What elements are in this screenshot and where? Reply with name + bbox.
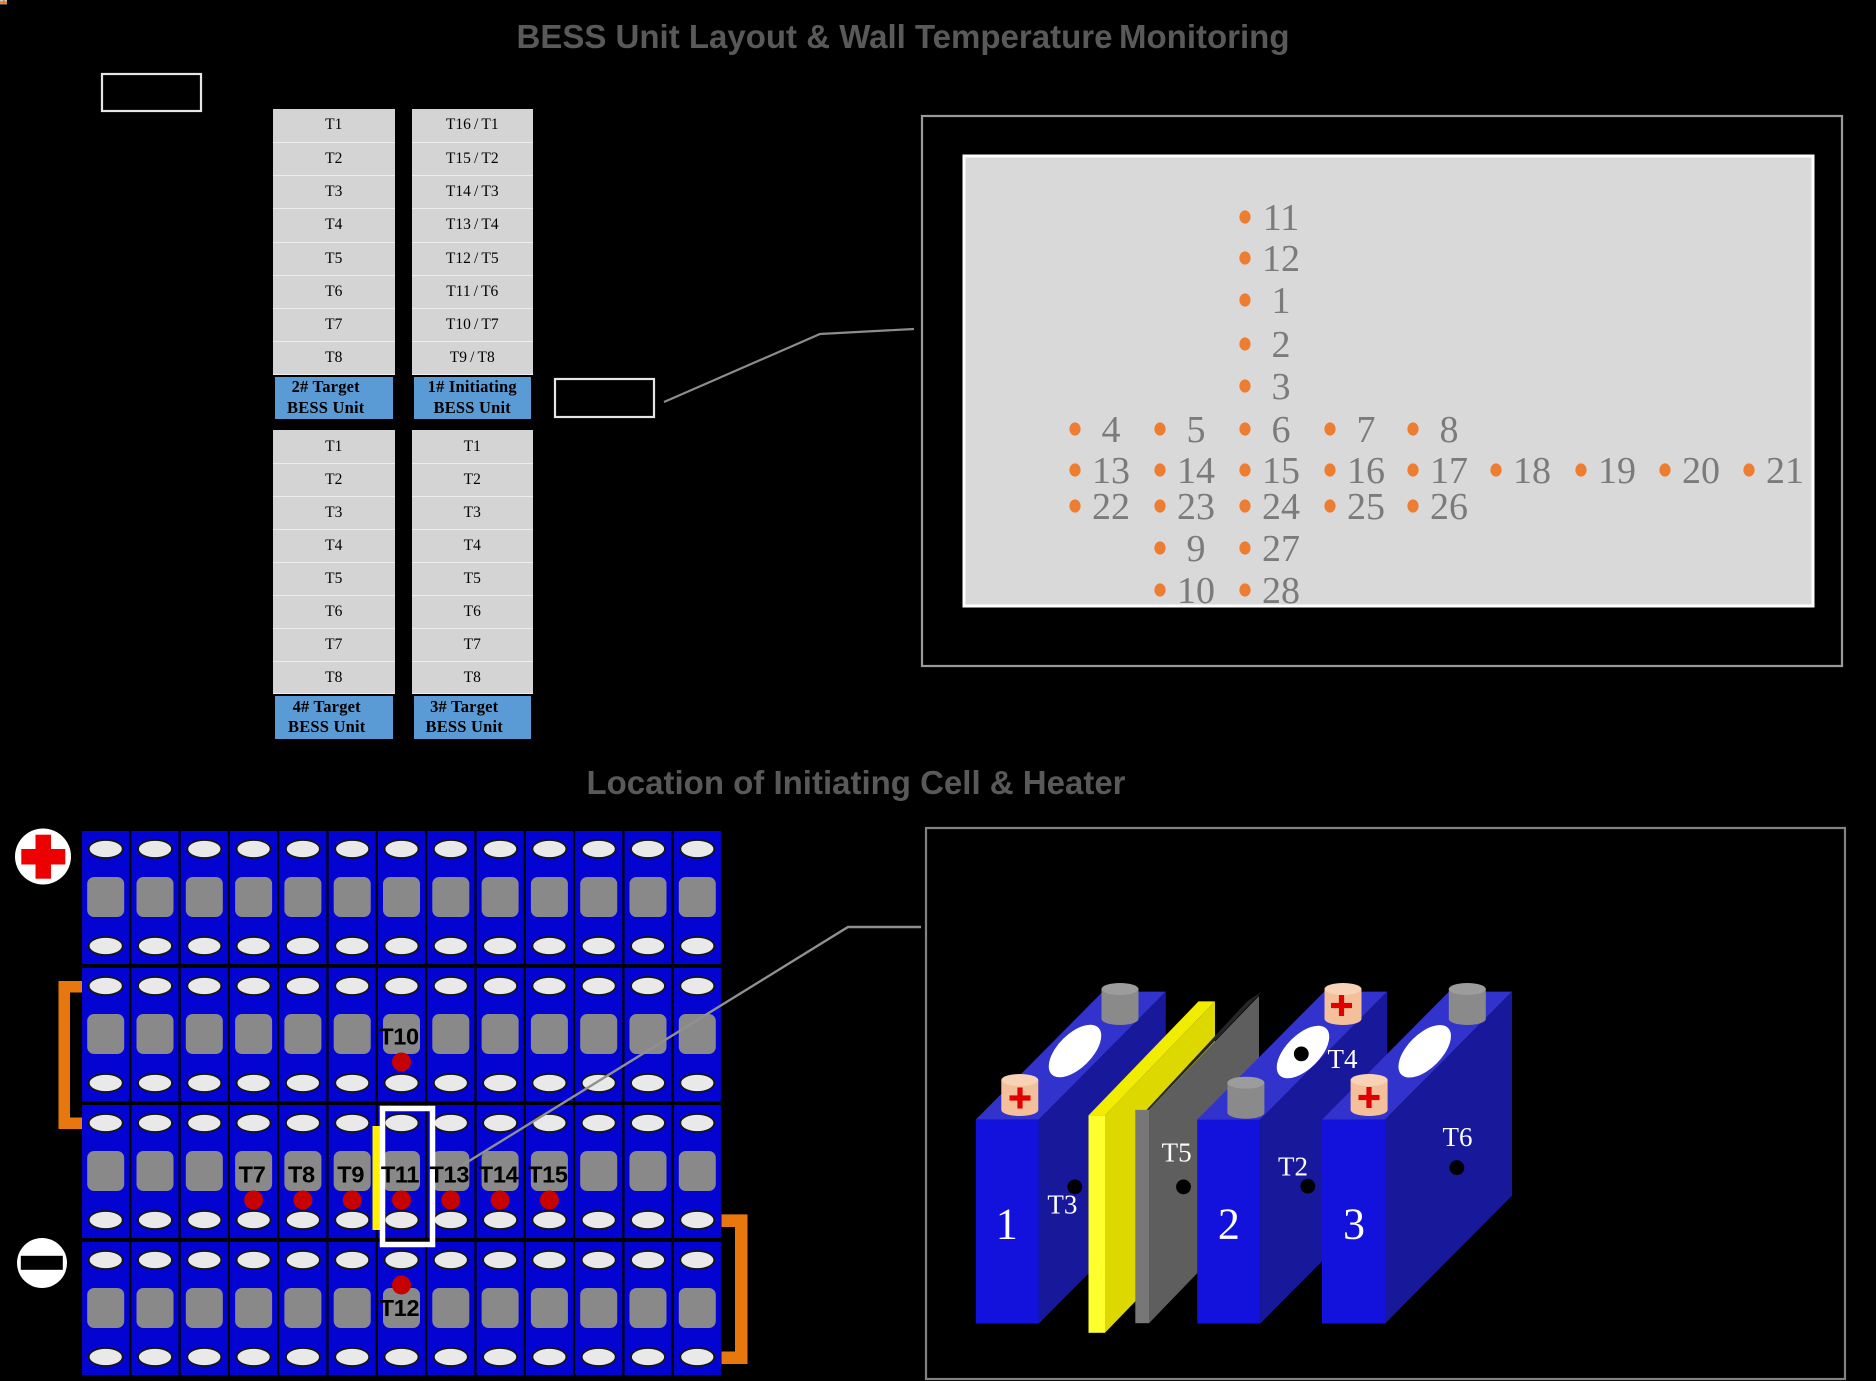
svg-text:1: 1	[996, 1199, 1018, 1248]
svg-text:T14: T14	[479, 1162, 519, 1188]
svg-text:T3: T3	[1047, 1190, 1077, 1220]
svg-text:13: 13	[1092, 450, 1130, 492]
svg-text:T8: T8	[288, 1162, 315, 1188]
svg-text:9: 9	[1187, 528, 1206, 570]
svg-text:25: 25	[1347, 486, 1385, 528]
svg-text:5: 5	[1187, 409, 1206, 451]
svg-text:21: 21	[1766, 450, 1804, 492]
svg-text:T2: T2	[1278, 1152, 1308, 1182]
svg-text:20: 20	[1682, 450, 1720, 492]
svg-text:17: 17	[1430, 450, 1468, 492]
svg-text:3: 3	[1343, 1199, 1365, 1248]
svg-text:6: 6	[1272, 409, 1291, 451]
svg-text:18: 18	[1513, 450, 1551, 492]
svg-text:27: 27	[1262, 528, 1300, 570]
svg-text:7: 7	[1357, 409, 1376, 451]
svg-text:19: 19	[1598, 450, 1636, 492]
svg-text:T11: T11	[381, 1162, 420, 1188]
svg-text:16: 16	[1347, 450, 1385, 492]
svg-text:8: 8	[1440, 409, 1459, 451]
svg-text:T6: T6	[1443, 1122, 1473, 1152]
svg-text:1: 1	[1272, 280, 1291, 322]
svg-text:T10: T10	[379, 1024, 419, 1050]
svg-text:4: 4	[1102, 409, 1121, 451]
svg-text:26: 26	[1430, 486, 1468, 528]
svg-text:15: 15	[1262, 450, 1300, 492]
svg-text:T15: T15	[528, 1162, 568, 1188]
svg-text:11: 11	[1263, 197, 1300, 239]
svg-text:T5: T5	[1162, 1137, 1192, 1167]
svg-text:10: 10	[1177, 570, 1215, 612]
svg-text:3: 3	[1272, 366, 1291, 408]
svg-text:14: 14	[1177, 450, 1215, 492]
svg-text:T4: T4	[1328, 1044, 1358, 1074]
svg-text:T9: T9	[337, 1162, 364, 1188]
svg-text:2: 2	[1218, 1199, 1240, 1248]
svg-text:T12: T12	[380, 1295, 420, 1321]
svg-text:24: 24	[1262, 486, 1300, 528]
svg-text:T7: T7	[239, 1162, 266, 1188]
svg-text:22: 22	[1092, 486, 1130, 528]
svg-text:28: 28	[1262, 570, 1300, 612]
svg-text:12: 12	[1262, 238, 1300, 280]
svg-text:23: 23	[1177, 486, 1215, 528]
svg-text:2: 2	[1272, 324, 1291, 366]
